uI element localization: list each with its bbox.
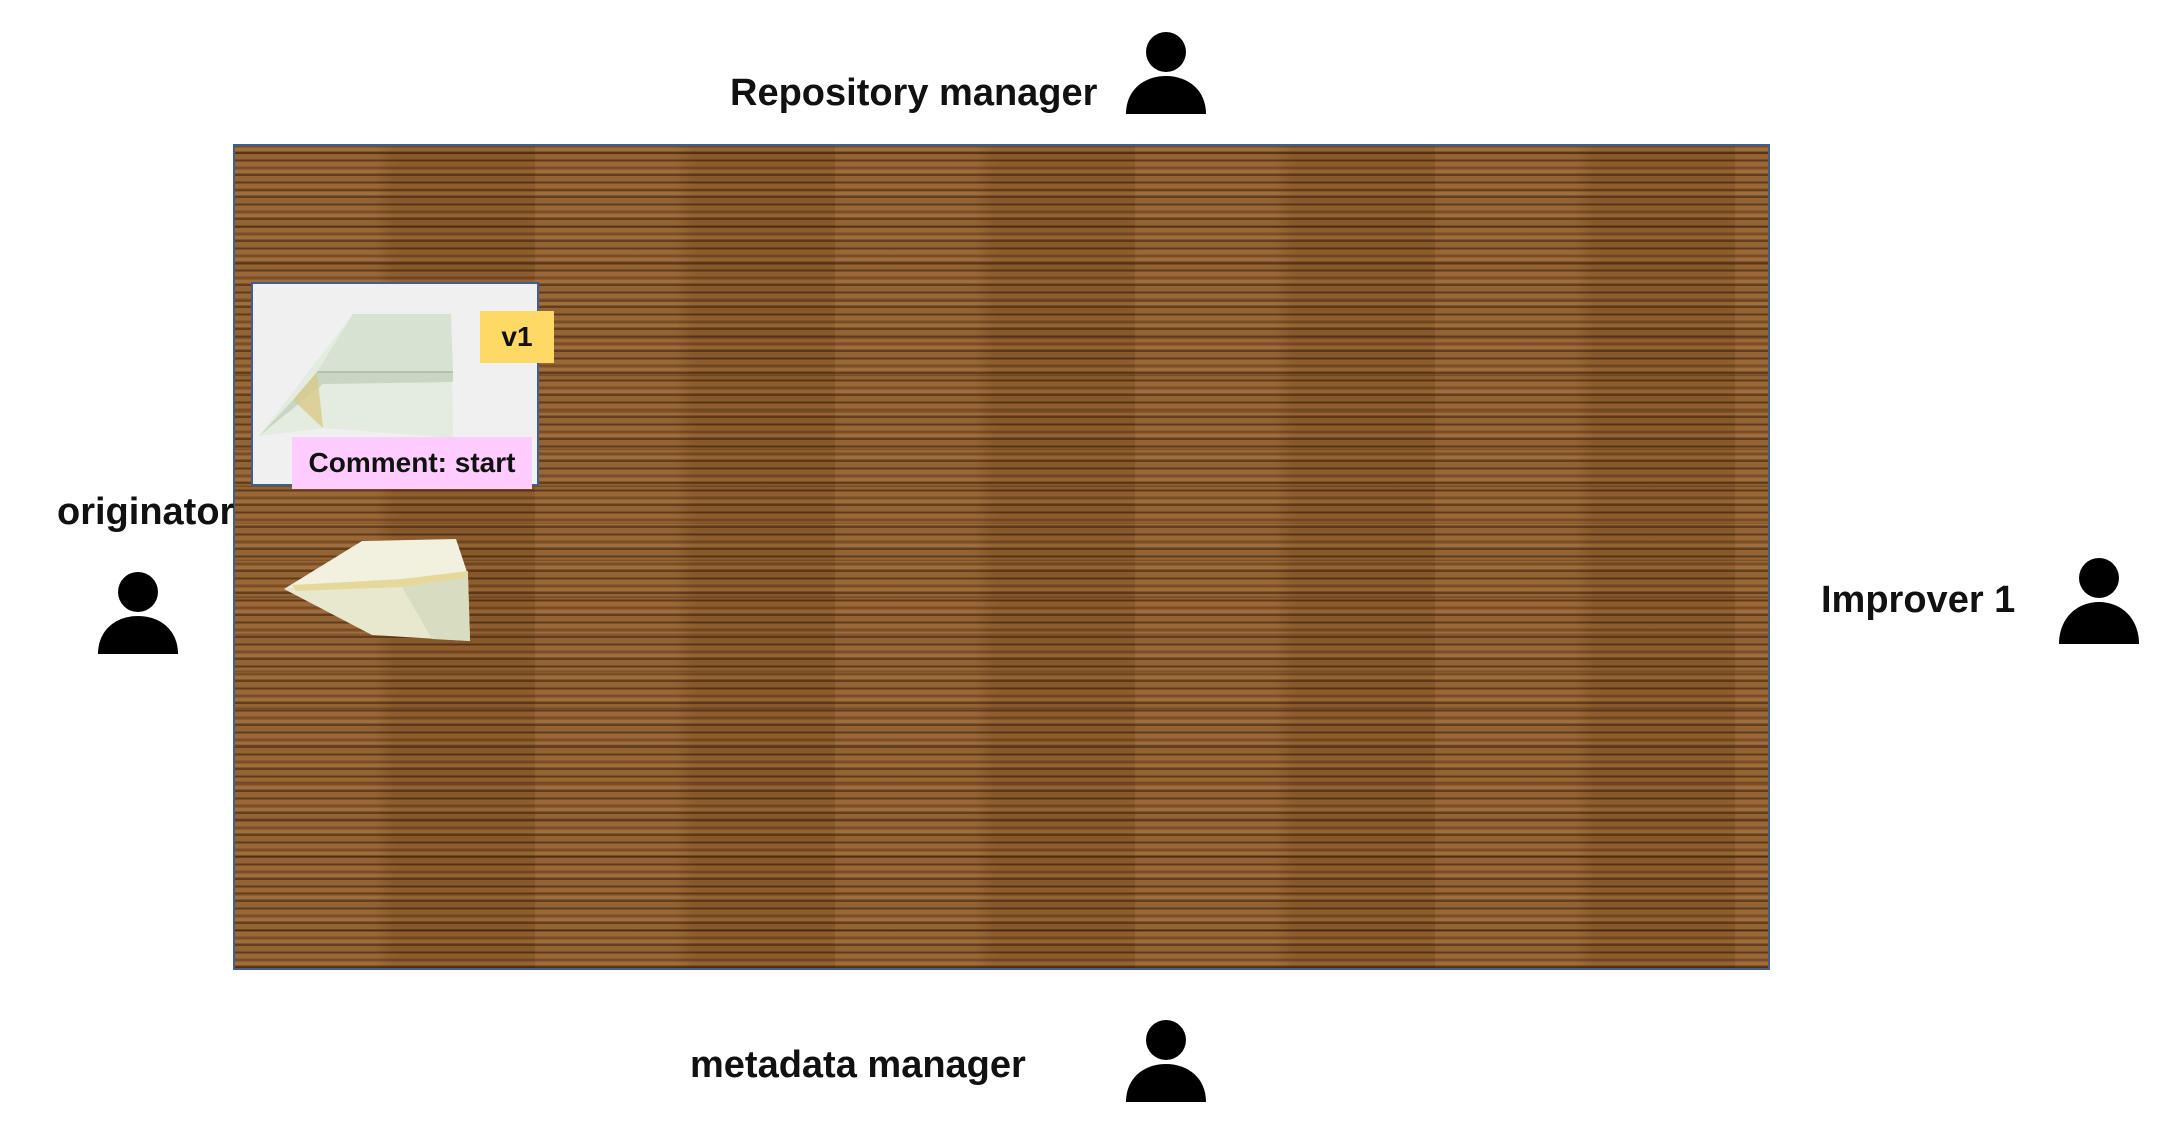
improver-person-icon [2057,556,2141,644]
metadata-manager-person-icon [1124,1018,1208,1102]
originator-label: originator [57,491,235,533]
repository-manager-label: Repository manager [730,72,1098,114]
metadata-manager-label: metadata manager [690,1044,1026,1086]
version-badge: v1 [480,311,554,363]
comment-label: Comment: start [292,437,532,489]
repository-manager-person-icon [1124,30,1208,114]
improver-label: Improver 1 [1821,579,2016,621]
paper-airplane-icon[interactable] [282,535,472,652]
originator-person-icon [97,570,179,654]
paper-airplane-icon [253,308,463,453]
